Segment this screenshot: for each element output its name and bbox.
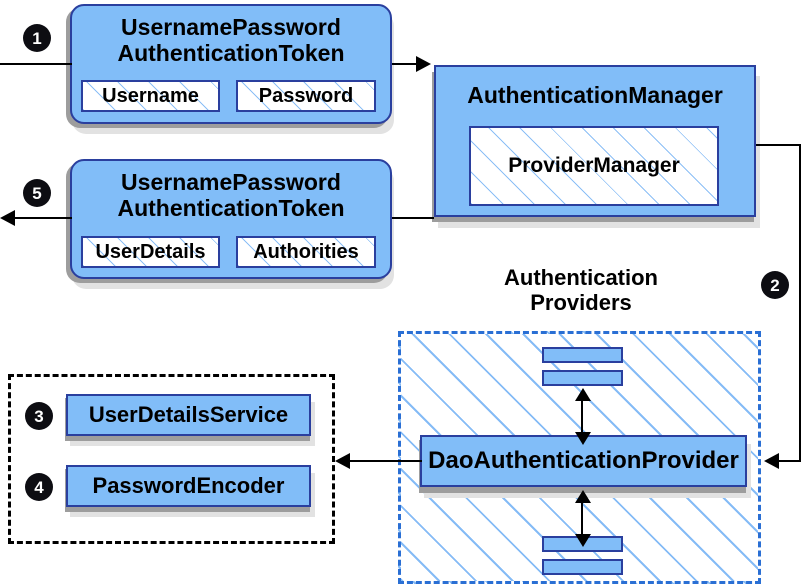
authentication-manager-title: AuthenticationManager — [467, 82, 723, 108]
provider-link-bottom-line — [581, 500, 583, 536]
outgoing-response-arrowhead — [0, 210, 15, 226]
authentication-providers-caption-line2: Providers — [530, 289, 632, 315]
incoming-request-line — [0, 63, 72, 65]
provider-link-top-arrow-up — [575, 388, 591, 401]
step-badge-2: 2 — [762, 272, 788, 298]
manager-to-provider-line-vertical — [799, 144, 801, 461]
dao-authentication-provider-label: DaoAuthenticationProvider — [428, 446, 739, 474]
request-token-slot-password: Password — [236, 80, 376, 112]
step-badge-4: 4 — [26, 474, 52, 500]
provider-link-bottom-arrow-down — [575, 534, 591, 547]
provider-to-services-line — [350, 460, 422, 462]
provider-link-top-line — [581, 398, 583, 434]
manager-to-provider-line-top — [756, 144, 801, 146]
manager-to-response-line — [392, 217, 434, 219]
response-token-title-line1: UsernamePassword — [121, 169, 341, 195]
provider-stub-top-2 — [542, 370, 623, 386]
manager-to-provider-line-bottom — [779, 460, 801, 462]
response-token-slot-authorities: Authorities — [236, 236, 376, 268]
provider-stub-bottom-2 — [542, 559, 623, 575]
request-token-title-line1: UsernamePassword — [121, 14, 341, 40]
outgoing-response-line — [15, 217, 72, 219]
authentication-providers-caption-line1: Authentication — [504, 265, 658, 290]
request-to-manager-arrowhead — [416, 56, 431, 72]
response-token-slot-userdetails: UserDetails — [81, 236, 220, 268]
request-to-manager-line — [392, 63, 420, 65]
provider-link-bottom-arrow-up — [575, 490, 591, 503]
provider-stub-top-1 — [542, 347, 623, 363]
password-encoder-node[interactable]: PasswordEncoder — [66, 465, 311, 507]
password-encoder-label: PasswordEncoder — [92, 472, 285, 498]
step-badge-1: 1 — [24, 25, 50, 51]
provider-manager-slot: ProviderManager — [469, 126, 719, 206]
provider-to-services-arrowhead — [335, 453, 350, 469]
response-token-title-line2: AuthenticationToken — [117, 194, 345, 221]
manager-to-provider-arrowhead — [764, 453, 779, 469]
user-details-service-label: UserDetailsService — [88, 401, 289, 427]
provider-link-top-arrow-down — [575, 432, 591, 445]
authentication-providers-caption: Authentication Providers — [470, 265, 692, 316]
step-badge-3: 3 — [26, 403, 52, 429]
request-token-slot-username: Username — [81, 80, 220, 112]
dao-authentication-provider-node[interactable]: DaoAuthenticationProvider — [420, 435, 747, 487]
step-badge-5: 5 — [24, 180, 50, 206]
user-details-service-node[interactable]: UserDetailsService — [66, 394, 311, 436]
request-token-title-line2: AuthenticationToken — [117, 39, 345, 66]
